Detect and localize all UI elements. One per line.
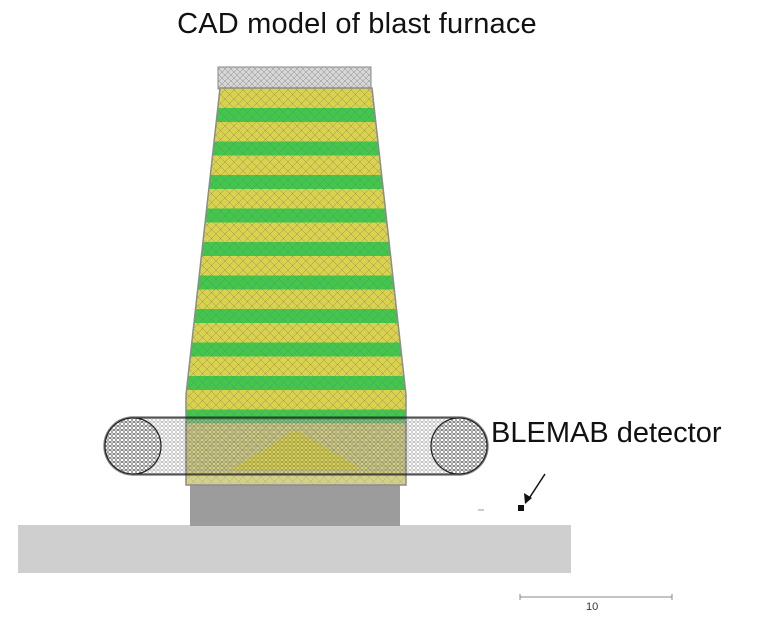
diagram-title: CAD model of blast furnace — [177, 8, 537, 40]
scale-bar — [519, 594, 673, 600]
detector-label: BLEMAB detector — [491, 417, 722, 449]
detector-marker — [518, 505, 524, 511]
scale-bar-label: 10 — [586, 601, 599, 613]
furnace-base-block — [190, 484, 400, 526]
furnace-top-cap — [217, 66, 372, 90]
furnace-outline — [185, 87, 407, 486]
detector-arrow — [527, 473, 546, 501]
torus-ring — [103, 416, 489, 476]
ground-slab — [18, 525, 571, 573]
